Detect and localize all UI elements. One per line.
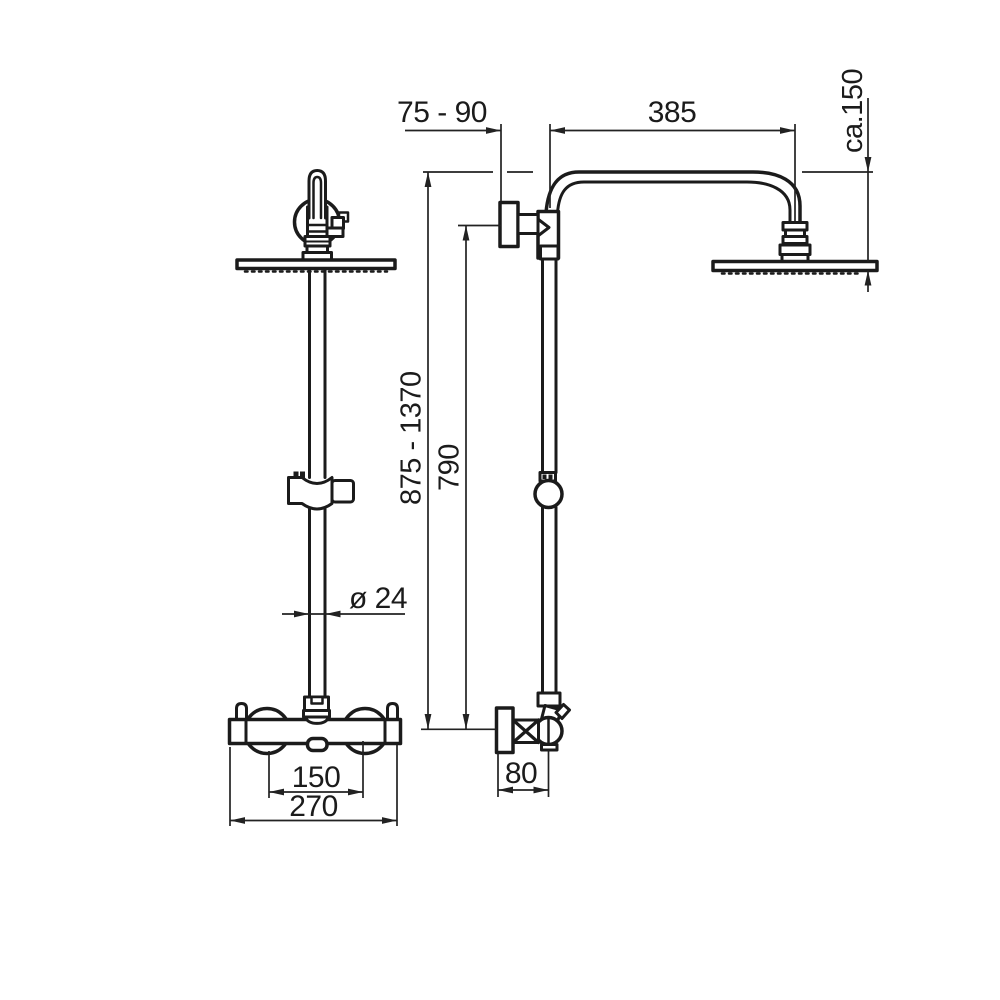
holder-cradle xyxy=(330,479,355,504)
wall-bracket-top xyxy=(498,200,561,261)
dim-inlet-spacing: 150 xyxy=(268,741,364,798)
dim-label-inlet-spacing: 150 xyxy=(292,761,341,794)
holder-body xyxy=(287,476,334,511)
dim-height-range: 875 - 1370 xyxy=(396,172,432,729)
front-view xyxy=(227,169,403,756)
dim-pipe-diameter: ø 24 xyxy=(282,582,408,618)
shower-plate xyxy=(235,258,397,271)
arm-outer xyxy=(544,170,802,225)
bracket-plate xyxy=(498,200,520,249)
side-view xyxy=(494,170,879,755)
overhead-shower-front xyxy=(235,258,397,273)
dim-label-pipe-diameter: ø 24 xyxy=(349,582,407,615)
dim-label-arm-reach: 385 xyxy=(648,96,697,129)
thermostat-mixer-front xyxy=(227,695,403,756)
dimensions: 75 - 90 385 ca.150 875 - 1370 xyxy=(229,69,873,826)
dim-mixer-depth: 80 xyxy=(497,750,550,797)
riser-pipe-front xyxy=(308,267,327,699)
mixer-flange xyxy=(302,709,331,719)
dim-head-drop: ca.150 xyxy=(837,69,872,292)
dim-label-mixer-width: 270 xyxy=(289,790,338,823)
dim-label-wall-offset: 75 - 90 xyxy=(397,96,487,129)
bottom-coupling xyxy=(536,691,562,708)
holder-button-2 xyxy=(300,471,305,478)
holder-dot-1 xyxy=(542,474,547,479)
dim-riser-height: 790 xyxy=(434,225,470,729)
arm-inner xyxy=(556,180,792,225)
slider-holder-front xyxy=(287,471,355,511)
side-fitting-lower xyxy=(325,226,345,238)
mixer-pin-right xyxy=(386,702,399,721)
dim-label-head-drop: ca.150 xyxy=(837,69,869,153)
hand-shower-hook-inner xyxy=(312,175,323,220)
holder-dot-2 xyxy=(548,474,553,479)
dim-arm-reach: 385 xyxy=(549,96,796,221)
holder-knob-side xyxy=(533,478,564,510)
handle-under-cap xyxy=(540,743,559,752)
mixer-pin-left xyxy=(235,702,248,721)
slider-holder-side xyxy=(533,471,564,510)
riser-pipe-side xyxy=(541,257,558,695)
connector-nub xyxy=(554,703,571,720)
mixer-spout xyxy=(305,736,329,753)
shower-plate-side xyxy=(711,259,879,273)
dim-label-height-range: 875 - 1370 xyxy=(396,371,428,505)
thermostat-mixer-side xyxy=(494,691,571,755)
wall-plate-bottom xyxy=(494,706,515,755)
hand-shower-assembly xyxy=(292,169,350,262)
mixer-nut-notch xyxy=(310,695,324,705)
head-cone-3 xyxy=(781,235,809,245)
holder-button-1 xyxy=(293,471,299,478)
dim-label-mixer-depth: 80 xyxy=(505,757,537,790)
tee-chevron xyxy=(537,218,551,237)
tee-coupling xyxy=(539,244,560,261)
dim-label-riser-height: 790 xyxy=(434,444,466,491)
dim-wall-offset: 75 - 90 xyxy=(397,96,502,201)
dim-mixer-width: 270 xyxy=(229,745,398,826)
overhead-shower-side xyxy=(711,221,879,275)
shower-arm-side xyxy=(544,170,802,225)
bracket-pipe xyxy=(516,213,540,235)
